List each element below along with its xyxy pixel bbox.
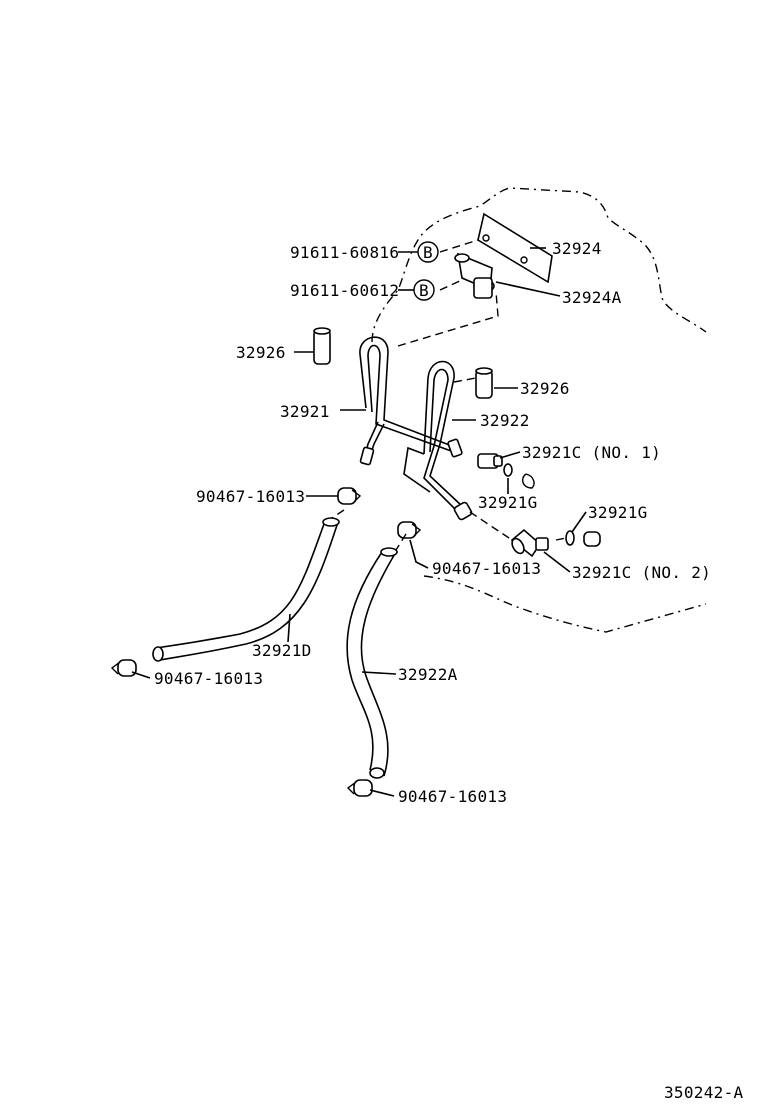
- hose-32921d: [152, 517, 340, 662]
- label-bolt-lower: 91611-60612: [290, 281, 399, 300]
- assembly-lines: [331, 239, 567, 551]
- label-bolt-upper: 91611-60816: [290, 243, 399, 262]
- sleeve-32926-left: [313, 327, 331, 365]
- label-union-no2: 32921C (NO. 2): [572, 563, 711, 582]
- bolt-marker-lower-text: B: [419, 281, 429, 300]
- label-tube-left: 32921: [280, 402, 330, 421]
- clip-top: [337, 487, 362, 505]
- label-sleeve-right: 32926: [520, 379, 570, 398]
- bolt-marker-upper: B: [417, 241, 439, 263]
- label-clip-mid: 90467-16013: [432, 559, 541, 578]
- label-gasket-right: 32921G: [588, 503, 648, 522]
- label-tube-right: 32922: [480, 411, 530, 430]
- label-hose-right: 32922A: [398, 665, 458, 684]
- label-bracket-a: 32924A: [562, 288, 622, 307]
- gasket-32921g-mid: [503, 463, 535, 489]
- label-clip-top: 90467-16013: [196, 487, 305, 506]
- clip-bottom: [346, 779, 373, 797]
- label-bracket: 32924: [552, 239, 602, 258]
- sleeve-32926-right: [475, 367, 493, 399]
- label-clip-left: 90467-16013: [154, 669, 263, 688]
- bolt-marker-upper-text: B: [423, 243, 433, 262]
- transmission-outline: [371, 187, 707, 633]
- bracket-32924: [477, 212, 553, 284]
- label-hose-left: 32921D: [252, 641, 312, 660]
- bolt-marker-lower: B: [413, 279, 435, 301]
- union-32921c-no2: [510, 528, 549, 558]
- label-clip-bottom: 90467-16013: [398, 787, 507, 806]
- leader-lines: [131, 247, 587, 797]
- label-sleeve-left: 32926: [236, 343, 286, 362]
- tube-32921: [359, 336, 463, 466]
- label-gasket-mid: 32921G: [478, 493, 538, 512]
- union-32921c-no1: [477, 453, 503, 469]
- gasket-32921g-right: [565, 530, 601, 547]
- hose-32922a: [346, 547, 398, 779]
- tube-32922: [403, 360, 473, 521]
- figure-id: 350242-A: [664, 1083, 744, 1102]
- bracket-32924a: [454, 252, 495, 299]
- clip-mid: [397, 521, 422, 539]
- clip-left: [110, 659, 137, 677]
- label-union-no1: 32921C (NO. 1): [522, 443, 661, 462]
